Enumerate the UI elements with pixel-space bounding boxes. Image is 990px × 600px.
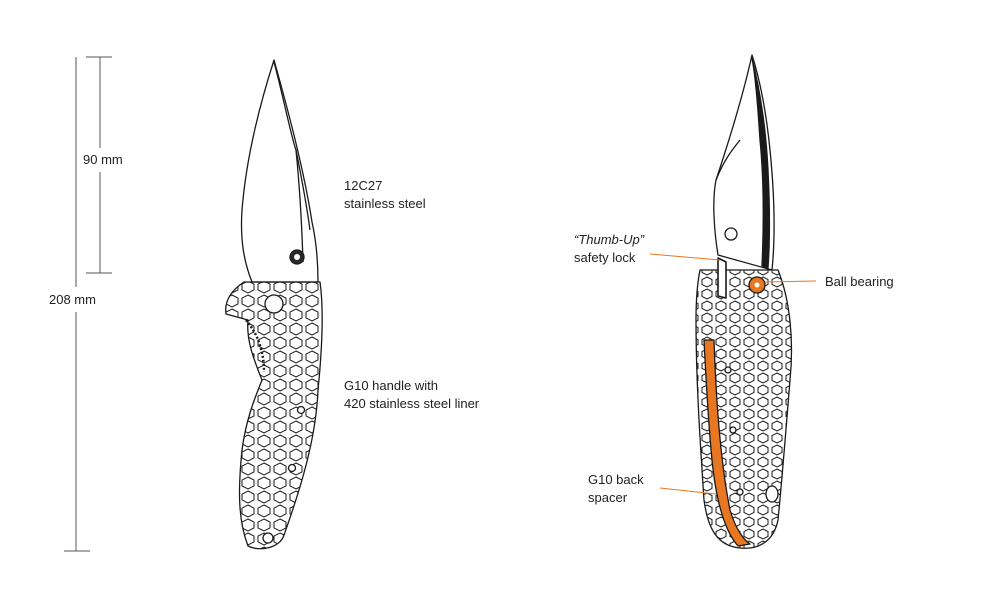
dimension-lines [64, 56, 112, 552]
back-spacer-line1: G10 back [588, 472, 644, 487]
lanyard-hole [262, 532, 274, 544]
blade-swedge [273, 61, 311, 231]
g10-back-spacer [703, 339, 751, 547]
thumb-stud [724, 227, 738, 241]
spine-screw-1 [724, 366, 732, 374]
blade-steel-callout: 12C27 stainless steel [344, 177, 426, 213]
pivot-screw-center [294, 254, 300, 260]
ball-bearing-line1: Ball bearing [825, 274, 894, 289]
blade-bevel-line [715, 139, 741, 181]
thumb-up-lock [717, 257, 727, 299]
spine-screw-3 [736, 488, 744, 496]
blade-steel-line1: 12C27 [344, 178, 383, 193]
safety-lock-line2: safety lock [574, 250, 636, 265]
blade-edge-shade [751, 57, 771, 269]
bearing-leader-line [764, 280, 817, 283]
handle-callout: G10 handle with 420 stainless steel line… [344, 377, 479, 413]
blade-length-label: 90 mm [81, 151, 125, 169]
lock-leader-line [649, 253, 721, 261]
back-spacer-callout: G10 back spacer [588, 471, 644, 507]
overall-length-label: 208 mm [47, 291, 98, 309]
knife-side-view [225, 59, 323, 550]
handle-screw-2 [287, 463, 297, 473]
blade-outline [240, 59, 319, 283]
blade-spine-outline [713, 54, 775, 271]
knife-spine-view [695, 54, 793, 549]
blade-grind-line [295, 149, 304, 263]
spine-lanyard-slot [765, 485, 779, 503]
thumb-hole [264, 294, 284, 314]
back-spacer-line2: spacer [588, 490, 628, 505]
ball-bearing-center [754, 282, 760, 288]
blade-steel-line2: stainless steel [344, 196, 426, 211]
ball-bearing-callout: Ball bearing [825, 273, 894, 291]
handle-outline [225, 281, 323, 550]
handle-screw-1 [296, 405, 306, 415]
spine-screw-2 [729, 426, 737, 434]
handle-line1: G10 handle with [344, 378, 438, 393]
safety-lock-line1: “Thumb-Up” [574, 232, 645, 247]
finger-choil [245, 319, 266, 373]
spacer-leader-line [659, 487, 717, 495]
leader-lines [649, 253, 817, 495]
handle-line2: 420 stainless steel liner [344, 396, 480, 411]
safety-lock-callout: “Thumb-Up” safety lock [574, 231, 644, 267]
